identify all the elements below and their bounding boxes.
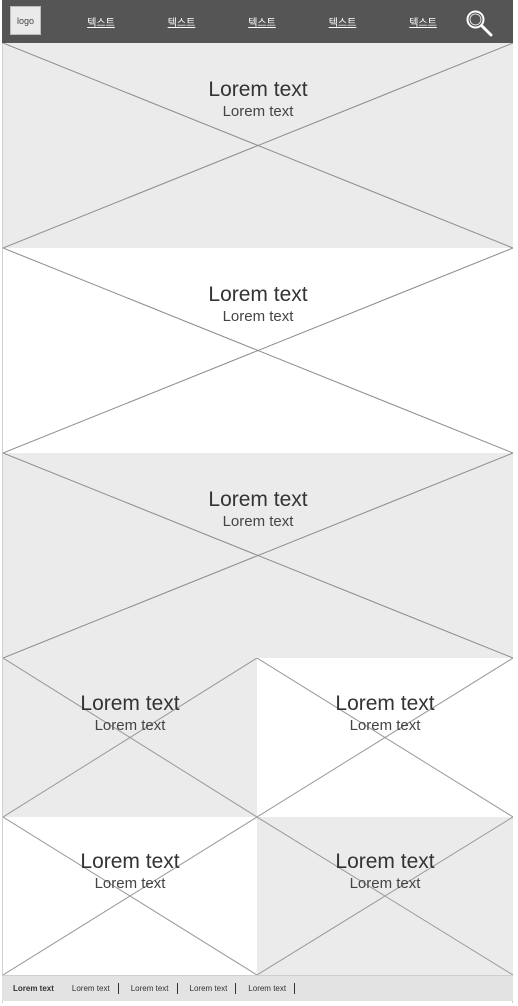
- footer-link-3[interactable]: Lorem text: [119, 983, 178, 994]
- tile-subtitle: Lorem text: [94, 717, 166, 734]
- panel-title: Lorem text: [208, 488, 308, 511]
- search-icon[interactable]: [465, 9, 493, 37]
- footer-bar: Lorem text Lorem text Lorem text Lorem t…: [2, 975, 513, 1001]
- grid-tile-2[interactable]: Lorem text Lorem text: [257, 658, 513, 817]
- nav-item-1[interactable]: 텍스트: [87, 18, 115, 29]
- top-navigation-bar: logo 텍스트 텍스트 텍스트 텍스트 텍스트: [2, 0, 513, 43]
- footer-link-5[interactable]: Lorem text: [236, 983, 296, 994]
- placeholder-cross-icon: [257, 658, 513, 817]
- logo[interactable]: logo: [10, 6, 41, 35]
- tile-subtitle: Lorem text: [94, 875, 166, 892]
- placeholder-cross-icon: [3, 658, 257, 817]
- nav-item-4[interactable]: 텍스트: [328, 18, 357, 29]
- footer-link-1[interactable]: Lorem text: [13, 984, 54, 993]
- panel-subtitle: Lorem text: [222, 103, 294, 120]
- grid-tile-3[interactable]: Lorem text Lorem text: [3, 817, 257, 975]
- tile-title: Lorem text: [80, 692, 180, 715]
- hero-panel-3[interactable]: Lorem text Lorem text: [3, 453, 513, 658]
- nav-item-2[interactable]: 텍스트: [167, 18, 196, 29]
- tile-subtitle: Lorem text: [349, 717, 421, 734]
- hero-panel-2[interactable]: Lorem text Lorem text: [3, 248, 513, 453]
- nav-item-5[interactable]: 텍스트: [409, 18, 437, 29]
- grid-tile-1[interactable]: Lorem text Lorem text: [3, 658, 257, 817]
- placeholder-cross-icon: [3, 817, 257, 975]
- panel-title: Lorem text: [208, 283, 308, 306]
- hero-panel-1[interactable]: Lorem text Lorem text: [3, 43, 513, 248]
- placeholder-cross-icon: [3, 43, 513, 248]
- panel-title: Lorem text: [208, 78, 308, 101]
- tile-title: Lorem text: [80, 850, 180, 873]
- main-nav: 텍스트 텍스트 텍스트 텍스트 텍스트: [72, 0, 452, 43]
- panel-subtitle: Lorem text: [222, 513, 294, 530]
- tile-subtitle: Lorem text: [349, 875, 421, 892]
- grid-tile-4[interactable]: Lorem text Lorem text: [257, 817, 513, 975]
- panel-subtitle: Lorem text: [222, 308, 294, 325]
- tile-title: Lorem text: [335, 850, 435, 873]
- placeholder-cross-icon: [257, 817, 513, 975]
- placeholder-cross-icon: [3, 453, 513, 658]
- footer-link-2[interactable]: Lorem text: [60, 983, 119, 994]
- tile-title: Lorem text: [335, 692, 435, 715]
- placeholder-cross-icon: [3, 248, 513, 453]
- footer-link-4[interactable]: Lorem text: [178, 983, 237, 994]
- nav-item-3[interactable]: 텍스트: [248, 18, 276, 29]
